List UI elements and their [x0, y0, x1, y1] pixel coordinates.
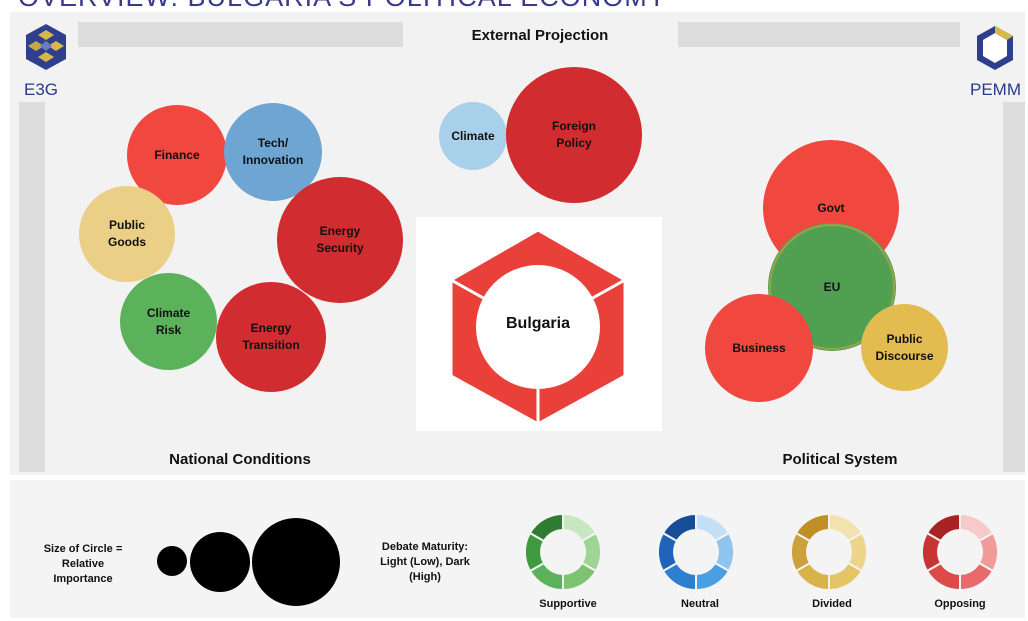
size-legend-small-circle [157, 546, 187, 576]
circle-business: Business [705, 294, 813, 402]
top-bar-left [78, 22, 403, 47]
e3g-logo-text: E3G [24, 80, 59, 99]
pemm-logo-icon [977, 26, 1013, 70]
size-legend-text: Size of Circle = Relative Importance [43, 543, 123, 585]
bulgaria-label: Bulgaria [505, 315, 570, 332]
circle-public-goods: Public Goods [79, 186, 175, 282]
size-legend-medium-circle [190, 532, 250, 592]
divided-label: Divided [812, 598, 852, 610]
e3g-logo-icon [26, 24, 66, 70]
left-side-bar [19, 102, 45, 472]
opposing-label: Opposing [934, 598, 986, 610]
circle-public-discourse: Public Discourse [861, 304, 948, 391]
size-legend-large-circle [252, 518, 340, 606]
maturity-legend-text: Debate Maturity: Light (Low), Dark (High… [380, 541, 470, 583]
national-conditions-label: National Conditions [169, 451, 311, 468]
right-side-bar [1003, 102, 1025, 472]
circle-climate: Climate [439, 102, 507, 170]
circle-climate-risk: Climate Risk [120, 273, 217, 370]
circle-foreign-policy: Foreign Policy [506, 67, 642, 203]
supportive-cycle-icon [523, 512, 603, 592]
neutral-label: Neutral [681, 598, 719, 610]
external-projection-label: External Projection [471, 27, 609, 44]
title-banner: OVERVIEW: BULGARIA'S POLITICAL ECONOMY [0, 0, 1028, 12]
circle-energy-security: Energy Security [277, 177, 403, 303]
eu-outline [769, 224, 895, 350]
bulgaria-hexagon-icon [449, 228, 627, 426]
political-system-label: Political System [782, 451, 898, 468]
supportive-label: Supportive [539, 598, 597, 610]
circle-tech-innovation: Tech/ Innovation [224, 103, 322, 201]
divided-cycle-icon [789, 512, 869, 592]
neutral-cycle-icon [656, 512, 736, 592]
opposing-cycle-icon [920, 512, 1000, 592]
banner-title: OVERVIEW: BULGARIA'S POLITICAL ECONOMY [18, 0, 667, 12]
circle-energy-transition: Energy Transition [216, 282, 326, 392]
pemm-logo-text: PEMM [970, 80, 1021, 99]
top-bar-right [678, 22, 960, 47]
